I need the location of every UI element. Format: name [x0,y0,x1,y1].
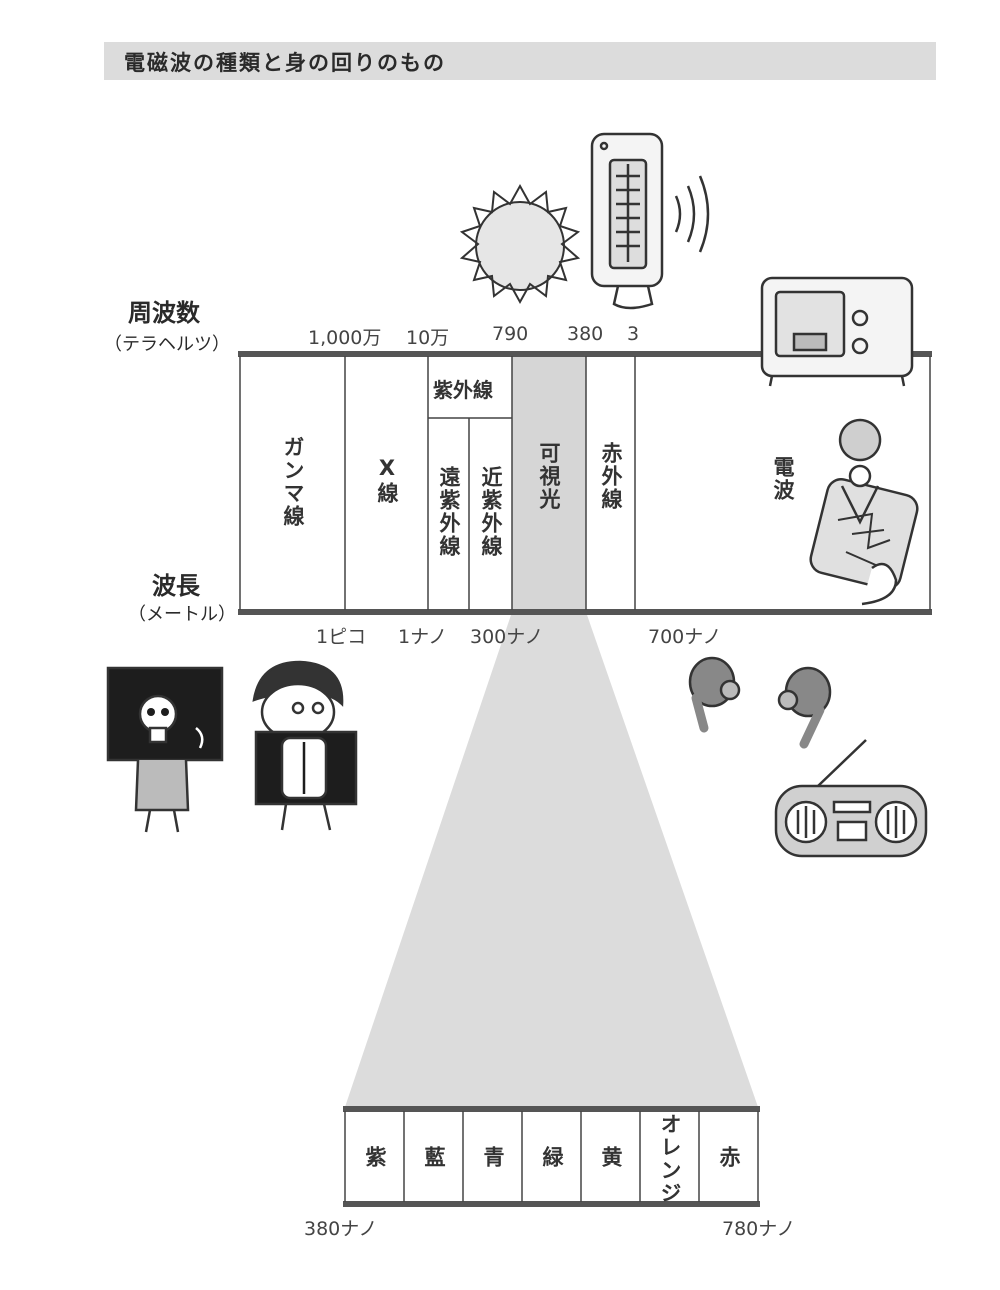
visible-band-highlight [512,356,586,612]
band-near-ultraviolet: 近紫外線 [479,466,503,558]
band-infrared: 赤外線 [599,442,623,511]
xray-illustration [106,666,224,833]
heater-illustration [590,132,710,310]
frequency-tick: 10万 [406,327,450,349]
smartphone-map-illustration [809,418,919,606]
wavelength-tick: 300ナノ [470,626,544,648]
title-bar [104,42,936,80]
microwave-illustration [760,276,914,387]
frequency-unit-label: （テラヘルツ） [104,334,230,355]
band-ultraviolet: 紫外線 [433,378,493,402]
band-gamma-ray: ガンマ線 [281,436,305,528]
band-visible-light: 可視光 [537,442,561,511]
wavelength-unit-label: （メートル） [128,604,236,625]
visible-range-start: 380ナノ [304,1218,378,1240]
radio-illustration [774,739,928,858]
earbuds-illustration [688,656,832,749]
band-x-ray: X線 [375,456,399,505]
frequency-tick: 380 [567,323,604,345]
color-strip-box [343,1106,760,1207]
band-radio-wave: 電波 [771,456,795,502]
child-with-xray-illustration [252,660,358,831]
color-orange: オレンジ [658,1113,682,1205]
frequency-tick: 1,000万 [308,327,382,349]
visible-range-end: 780ナノ [722,1218,796,1240]
wavelength-tick: 700ナノ [648,626,722,648]
sun-illustration [459,183,581,305]
wavelength-tick: 1ピコ [316,626,367,648]
page-title: 電磁波の種類と身の回りのもの [124,51,446,75]
visible-projection [345,612,758,1107]
color-red: 赤 [717,1146,741,1169]
color-blue: 青 [481,1146,505,1169]
color-indigo: 藍 [422,1146,446,1169]
wavelength-tick: 1ナノ [398,626,448,648]
band-far-ultraviolet: 遠紫外線 [437,466,461,558]
frequency-axis-label: 周波数 [128,299,200,327]
color-green: 緑 [540,1146,564,1169]
color-yellow: 黄 [599,1146,623,1169]
color-violet: 紫 [363,1146,387,1169]
frequency-tick: 3 [627,323,640,345]
wavelength-axis-label: 波長 [152,572,200,600]
frequency-tick: 790 [492,323,529,345]
